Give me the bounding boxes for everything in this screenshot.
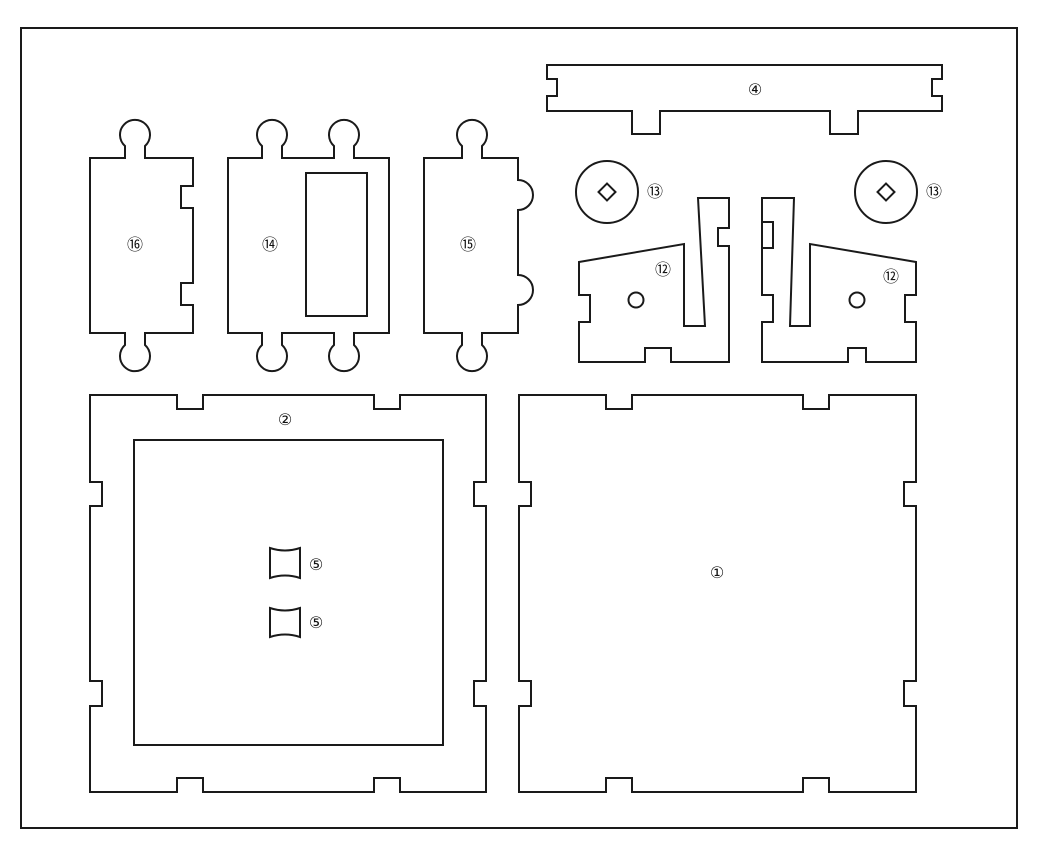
piece-15-side-panel [423, 118, 534, 373]
piece-12-bracket-right [761, 197, 917, 363]
bracket-right-notch [761, 198, 774, 249]
label-piece-1: ① [710, 563, 724, 582]
label-piece-12-right: ⑫ [883, 267, 899, 286]
piece-13-disc-left [575, 160, 639, 224]
piece-2-frame [89, 394, 487, 793]
disc-right-square-hole [876, 182, 896, 202]
label-piece-14: ⑭ [262, 235, 278, 254]
disc-left-square-hole [597, 182, 617, 202]
piece-12-bracket-left [578, 197, 730, 363]
frame-opening [133, 439, 444, 746]
piece-1-plate [518, 394, 917, 793]
piece-5-spacer-a [269, 546, 301, 580]
piece-14-window-panel [227, 118, 390, 373]
piece-13-disc-right [854, 160, 918, 224]
label-piece-4: ④ [748, 80, 762, 99]
label-piece-12-left: ⑫ [655, 260, 671, 279]
label-piece-13-right: ⑬ [926, 182, 942, 201]
label-piece-2: ② [278, 410, 292, 429]
bracket-left-hole [627, 291, 645, 309]
bracket-right-hole [848, 291, 866, 309]
piece-16-side-panel [89, 118, 194, 373]
label-piece-15: ⑮ [460, 235, 476, 254]
sheet-border [20, 27, 1018, 829]
label-piece-5-b: ⑤ [309, 613, 323, 632]
window-cutout [305, 172, 368, 317]
piece-4-bar [546, 64, 943, 135]
label-piece-16: ⑯ [127, 235, 143, 254]
piece-5-spacer-b [269, 606, 301, 639]
label-piece-13-left: ⑬ [647, 182, 663, 201]
label-piece-5-a: ⑤ [309, 555, 323, 574]
